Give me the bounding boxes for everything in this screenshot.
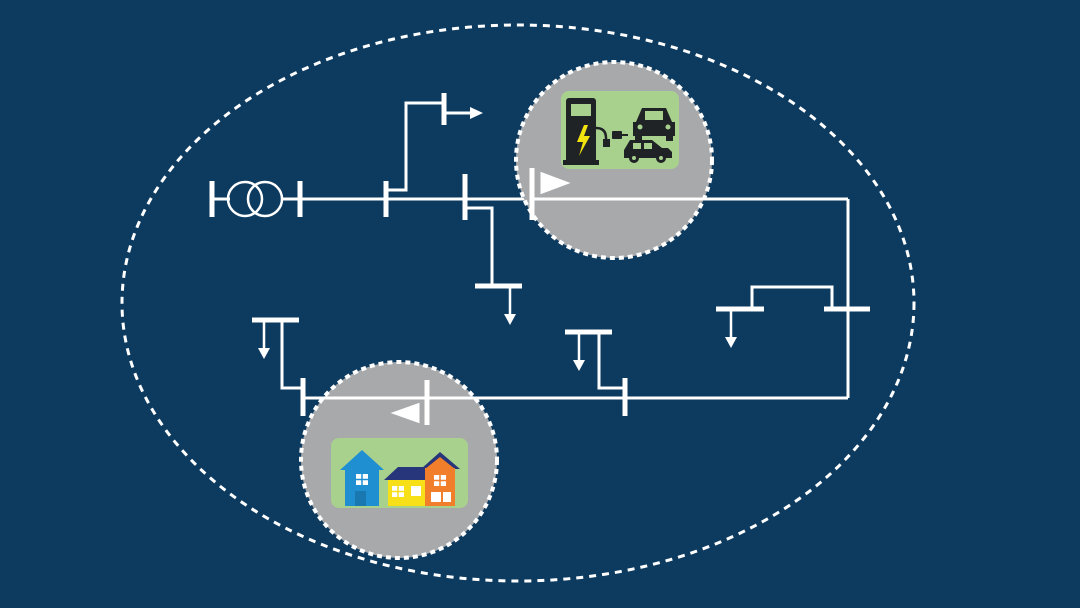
load-arrow-icon xyxy=(504,314,516,325)
bus-top-2 xyxy=(462,174,494,285)
bus-right xyxy=(716,285,870,337)
bus-top-1 xyxy=(383,101,444,217)
suv-icon xyxy=(624,140,672,163)
load-arrow-icon xyxy=(258,348,270,359)
power-flow-arrow-icon xyxy=(539,170,574,196)
transformer-icon xyxy=(209,180,303,218)
microgrid-boundary xyxy=(120,23,916,583)
ev-charging-inset xyxy=(514,60,714,260)
car-icon xyxy=(633,108,675,141)
bus-remote-top xyxy=(441,93,470,125)
houses-icon xyxy=(340,450,460,506)
bus-bottom-mid xyxy=(565,329,628,416)
ev-charging-station-icon xyxy=(563,98,628,165)
power-flow-arrow-icon xyxy=(387,401,421,425)
load-arrow-icon xyxy=(573,360,585,371)
lightning-bolt-icon xyxy=(577,125,590,156)
load-arrow-icon xyxy=(725,337,737,348)
load-arrow-icon xyxy=(470,107,483,119)
houses-inset xyxy=(299,360,499,560)
load-bus-mid xyxy=(475,283,522,314)
bus-bottom-left xyxy=(252,317,306,416)
